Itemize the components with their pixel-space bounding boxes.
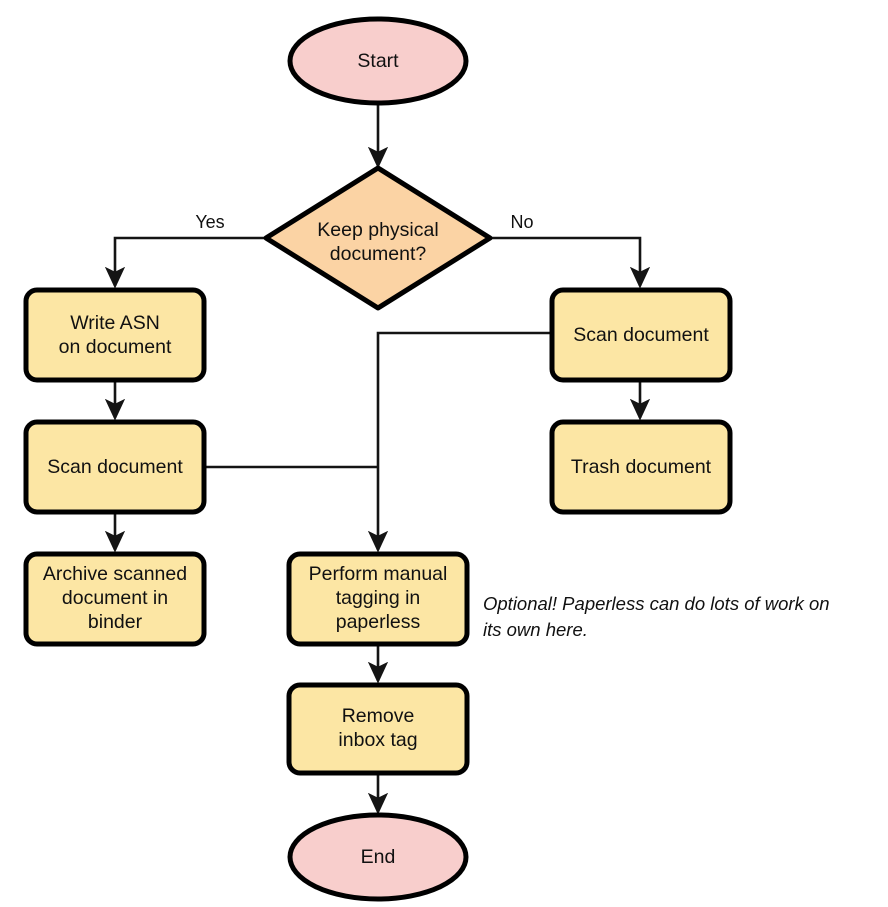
start-ellipse <box>287 16 469 106</box>
write-asn-box <box>23 287 207 383</box>
note-line1: Optional! Paperless can do lots of work … <box>483 593 830 614</box>
node-archive-scanned-document[interactable]: Archive scanned document in binder <box>23 551 207 647</box>
start-label: Start <box>357 50 399 72</box>
archive-label-line1: Archive scanned <box>43 563 187 585</box>
trash-document-box <box>549 419 733 515</box>
decision-diamond <box>263 165 493 311</box>
end-ellipse <box>287 812 469 902</box>
write-asn-label-line1: Write ASN <box>70 312 160 334</box>
archive-box <box>23 551 207 647</box>
scan-document-left-box <box>23 419 207 515</box>
connector-no-to-scan-right <box>490 236 651 289</box>
node-scan-document-left[interactable]: Scan document <box>23 419 207 515</box>
archive-label-line2: document in <box>62 587 168 609</box>
node-scan-document-right[interactable]: Scan document <box>549 287 733 383</box>
scan-document-right-box <box>549 287 733 383</box>
tagging-box <box>286 551 470 647</box>
edge-label-no: No <box>510 212 533 232</box>
tagging-label-line1: Perform manual <box>309 563 448 585</box>
remove-inbox-label-line1: Remove <box>342 705 415 727</box>
connector-yes-to-write-asn <box>104 236 266 289</box>
tagging-label-line3: paperless <box>336 611 421 633</box>
write-asn-label-line2: on document <box>59 336 172 358</box>
note-line2: its own here. <box>483 619 588 640</box>
scan-document-left-label: Scan document <box>47 456 183 478</box>
archive-label-line3: binder <box>88 611 143 633</box>
scan-document-right-label: Scan document <box>573 324 709 346</box>
decision-label-line2: document? <box>330 243 427 265</box>
trash-document-label: Trash document <box>571 456 712 478</box>
end-label: End <box>361 846 396 868</box>
remove-inbox-label-line2: inbox tag <box>338 729 417 751</box>
node-decision-keep-physical-document[interactable]: Keep physical document? <box>263 165 493 311</box>
tagging-label-line2: tagging in <box>336 587 421 609</box>
node-perform-manual-tagging[interactable]: Perform manual tagging in paperless <box>286 551 470 647</box>
node-trash-document[interactable]: Trash document <box>549 419 733 515</box>
node-end[interactable]: End <box>287 812 469 902</box>
node-start[interactable]: Start <box>287 16 469 106</box>
node-write-asn-on-document[interactable]: Write ASN on document <box>23 287 207 383</box>
connector-scan-right-to-tagging <box>367 331 552 553</box>
annotation-note: Optional! Paperless can do lots of work … <box>483 593 830 640</box>
remove-inbox-box <box>286 682 470 776</box>
node-remove-inbox-tag[interactable]: Remove inbox tag <box>286 682 470 776</box>
edge-label-yes: Yes <box>195 212 224 232</box>
decision-label-line1: Keep physical <box>317 219 438 241</box>
